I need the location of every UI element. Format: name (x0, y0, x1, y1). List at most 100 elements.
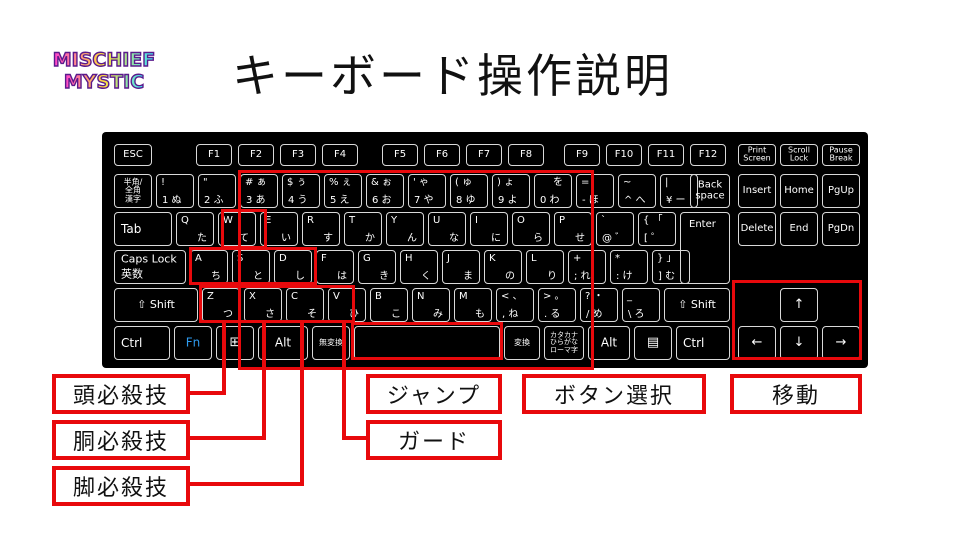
key-right-bracket[interactable]: } 」] む (652, 250, 690, 284)
key-enter[interactable]: Enter (680, 212, 730, 284)
connector-body-h (188, 436, 266, 440)
key-kana[interactable]: カタカナ ひらがな ローマ字 (544, 326, 584, 360)
key-end[interactable]: End (780, 212, 818, 246)
key-f12[interactable]: F12 (690, 144, 726, 166)
key-right-shift[interactable]: ⇧ Shift (664, 288, 730, 322)
key-left-ctrl[interactable]: Ctrl (114, 326, 170, 360)
key-colon[interactable]: *: け (610, 250, 648, 284)
key-esc[interactable]: ESC (114, 144, 152, 166)
key-arrow-right[interactable]: → (822, 326, 860, 360)
connector-guard-h (342, 436, 368, 440)
key-scroll-lock[interactable]: Scroll Lock (780, 144, 818, 166)
key-henkan[interactable]: 変換 (504, 326, 540, 360)
logo: MISCHIEF MYSTIC (34, 44, 174, 96)
key-f6[interactable]: F6 (424, 144, 460, 166)
key-home[interactable]: Home (780, 174, 818, 208)
key-yen[interactable]: |¥ ー (660, 174, 698, 208)
key-backspace[interactable]: Back space (690, 174, 730, 208)
key-pgdn[interactable]: PgDn (822, 212, 860, 246)
label-body-special: 胴必殺技 (52, 420, 190, 460)
key-arrow-left[interactable]: ← (738, 326, 776, 360)
key-caret[interactable]: ~^ へ (618, 174, 656, 208)
key-insert[interactable]: Insert (738, 174, 776, 208)
key-arrow-up[interactable]: ↑ (780, 288, 818, 322)
key-comma[interactable]: < 、, ね (496, 288, 534, 322)
key-menu[interactable]: ▤ (634, 326, 672, 360)
key-right-ctrl[interactable]: Ctrl (676, 326, 730, 360)
key-left-alt[interactable]: Alt (258, 326, 308, 360)
key-at[interactable]: `@ ゛ (596, 212, 634, 246)
key-f10[interactable]: F10 (606, 144, 642, 166)
key-left-shift[interactable]: ⇧ Shift (114, 288, 198, 322)
key-f2[interactable]: F2 (238, 144, 274, 166)
key-f11[interactable]: F11 (648, 144, 684, 166)
key-space[interactable] (354, 326, 500, 360)
key-period[interactable]: > 。. る (538, 288, 576, 322)
key-f9[interactable]: F9 (564, 144, 600, 166)
key-muhenkan[interactable]: 無変換 (312, 326, 350, 360)
key-f1[interactable]: F1 (196, 144, 232, 166)
key-fn[interactable]: Fn (174, 326, 212, 360)
key-arrow-down[interactable]: ↓ (780, 326, 818, 360)
key-print-screen[interactable]: Print Screen (738, 144, 776, 166)
key-left-bracket[interactable]: { 「[ ゜ (638, 212, 676, 246)
key-pause-break[interactable]: Pause Break (822, 144, 860, 166)
key-caps-lock[interactable]: Caps Lock 英数 (114, 250, 186, 284)
key-semicolon[interactable]: +; れ (568, 250, 606, 284)
key-right-alt[interactable]: Alt (588, 326, 630, 360)
key-delete[interactable]: Delete (738, 212, 776, 246)
key-pgup[interactable]: PgUp (822, 174, 860, 208)
key-f3[interactable]: F3 (280, 144, 316, 166)
key-f4[interactable]: F4 (322, 144, 358, 166)
key-minus[interactable]: =- ほ (576, 174, 614, 208)
key-backslash[interactable]: _\ ろ (622, 288, 660, 322)
label-move: 移動 (730, 374, 862, 414)
key-f7[interactable]: F7 (466, 144, 502, 166)
key-f5[interactable]: F5 (382, 144, 418, 166)
key-1[interactable]: !1 ぬ (156, 174, 194, 208)
key-tab[interactable]: Tab (114, 212, 172, 246)
arrow-right-icon: → (835, 335, 847, 351)
key-hankaku[interactable]: 半角/ 全角 漢字 (114, 174, 152, 208)
page-title: キーボード操作説明 (232, 49, 673, 103)
key-windows[interactable]: ⊞ (216, 326, 254, 360)
key-2[interactable]: "2 ふ (198, 174, 236, 208)
key-f8[interactable]: F8 (508, 144, 544, 166)
logo-line-2: MYSTIC (64, 71, 144, 93)
key-slash[interactable]: ? ・/ め (580, 288, 618, 322)
